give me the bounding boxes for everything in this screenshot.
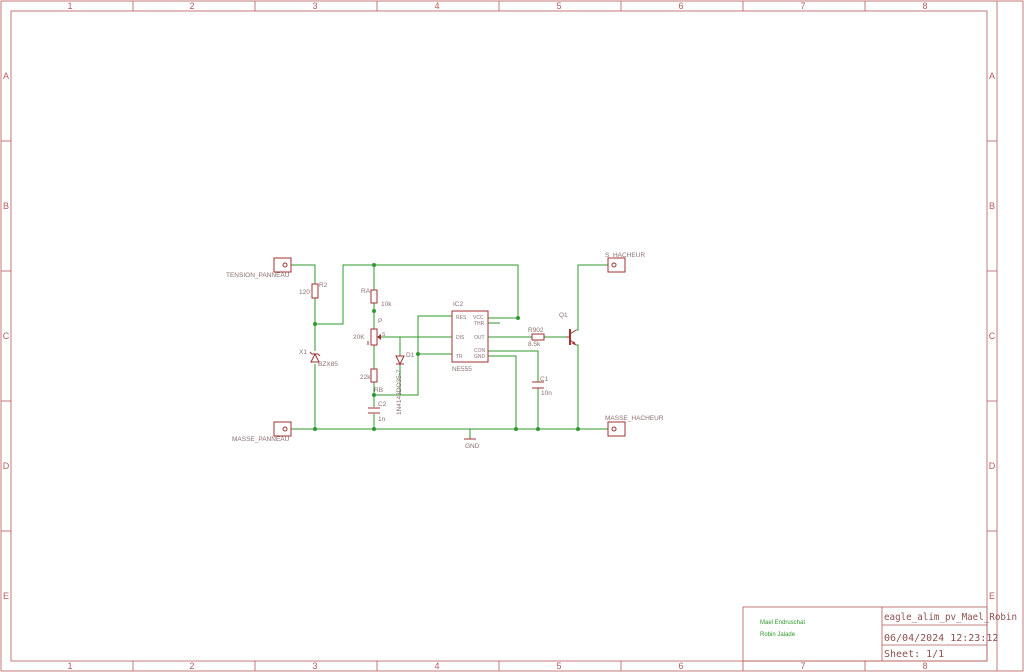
ic-pin-gnd: GND <box>474 354 486 360</box>
diode-d1[interactable]: D1 1N4148DO35-7 <box>395 352 415 415</box>
c2-value: 1n <box>378 416 386 423</box>
ra-name: RA <box>361 288 371 295</box>
ic-pin-vcc: VCC <box>473 315 484 321</box>
c1-name: C1 <box>540 376 549 383</box>
pot-pin-s: S <box>382 332 386 338</box>
frame-row-c-right: C <box>989 331 996 341</box>
connector-masse-hacheur[interactable]: MASSE_HACHEUR <box>605 415 664 437</box>
resistor-r2[interactable]: R2 120 <box>299 282 328 299</box>
frame-col-8-bottom: 8 <box>922 661 927 671</box>
c2-name: C2 <box>378 401 387 408</box>
label-masse-panneau: MASSE_PANNEAU <box>232 436 290 443</box>
ic-pin-tr: TR <box>456 354 463 360</box>
ic-pin-out: OUT <box>474 335 485 341</box>
q1-name: Q1 <box>559 312 568 319</box>
frame-col-5-top: 5 <box>556 1 561 11</box>
ra-value: 10k <box>381 301 392 308</box>
ic-pin-con: CON <box>474 348 486 354</box>
title-block-date: 06/04/2024 12:23:12 <box>884 633 998 644</box>
resistor-ra[interactable]: RA 10k <box>361 288 392 308</box>
frame-col-7-top: 7 <box>800 1 805 11</box>
frame-col-6-top: 6 <box>678 1 683 11</box>
ic-pin-dis: DIS <box>456 335 465 341</box>
frame-col-4-top: 4 <box>434 1 439 11</box>
r902-name: R902 <box>528 327 544 334</box>
title-block-author-2: Robin Jalade <box>760 632 796 638</box>
transistor-q1[interactable]: Q1 <box>559 312 577 346</box>
frame-row-e-left: E <box>3 591 9 601</box>
gnd-symbol: GND <box>464 438 480 450</box>
capacitor-c1[interactable]: C1 10n <box>532 376 552 397</box>
c1-value: 10n <box>541 390 552 397</box>
frame-col-5-bottom: 5 <box>556 661 561 671</box>
frame-row-d-right: D <box>989 461 996 471</box>
wires <box>291 264 608 439</box>
frame-col-6-bottom: 6 <box>678 661 683 671</box>
frame-row-b-right: B <box>989 201 995 211</box>
frame-row-c-left: C <box>3 331 10 341</box>
p-name: P <box>378 318 382 325</box>
frame-col-3-bottom: 3 <box>312 661 317 671</box>
frame-col-8-top: 8 <box>922 1 927 11</box>
frame-row-d-left: D <box>3 461 10 471</box>
frame-row-e-right: E <box>989 591 995 601</box>
d1-value: 1N4148DO35-7 <box>396 369 403 415</box>
frame-col-2-top: 2 <box>189 1 194 11</box>
resistor-r902[interactable]: R902 8.5k <box>528 327 545 348</box>
capacitor-c2[interactable]: C2 1n <box>368 401 387 423</box>
ic2-ne555[interactable]: IC2 NE555 RES VCC THR DIS OUT CON TR GND <box>451 301 489 373</box>
potentiometer-p[interactable]: P 20K S <box>353 318 386 346</box>
frame-col-1-bottom: 1 <box>67 661 72 671</box>
title-block: Mael Endruschat Robin Jalade eagle_alim_… <box>742 606 1017 662</box>
zener-x1[interactable]: X1 BZX85 <box>299 349 338 368</box>
frame-col-7-bottom: 7 <box>800 661 805 671</box>
frame-row-a-left: A <box>3 71 9 81</box>
label-s-hacheur: S_HACHEUR <box>605 252 645 259</box>
frame-col-3-top: 3 <box>312 1 317 11</box>
gnd-label: GND <box>465 443 480 450</box>
ic-pin-res-left: RES <box>456 315 467 321</box>
frame-col-4-bottom: 4 <box>434 661 439 671</box>
rb-name: RB <box>374 387 383 394</box>
x1-value: BZX85 <box>318 361 338 368</box>
frame-row-a-right: A <box>989 71 995 81</box>
label-masse-hacheur: MASSE_HACHEUR <box>605 415 664 422</box>
x1-name: X1 <box>299 349 307 356</box>
p-value: 20K <box>353 334 365 341</box>
frame-col-1-top: 1 <box>67 1 72 11</box>
connector-s-hacheur[interactable]: S_HACHEUR <box>605 252 645 273</box>
label-tension-panneau: TENSION_PANNEAU <box>226 272 290 279</box>
junctions <box>313 263 580 431</box>
title-block-sheet: Sheet: 1/1 <box>884 649 944 660</box>
d1-name: D1 <box>406 352 415 359</box>
frame-col-2-bottom: 2 <box>189 661 194 671</box>
connector-masse-panneau[interactable]: MASSE_PANNEAU <box>232 421 292 443</box>
title-block-author-1: Mael Endruschat <box>760 620 805 626</box>
connector-tension-panneau[interactable]: TENSION_PANNEAU <box>226 257 292 279</box>
resistor-rb[interactable]: 22k RB <box>360 368 383 394</box>
r902-value: 8.5k <box>528 341 541 348</box>
frame-row-b-left: B <box>3 201 9 211</box>
r2-value: 120 <box>299 289 310 296</box>
rb-value: 22k <box>360 374 371 381</box>
ic2-name: IC2 <box>453 301 464 308</box>
ic2-value: NE555 <box>452 366 472 373</box>
r2-name: R2 <box>319 282 328 289</box>
ic-pin-thr: THR <box>474 321 485 327</box>
title-block-filename: eagle_alim_pv_Mael_Robin <box>884 612 1017 623</box>
